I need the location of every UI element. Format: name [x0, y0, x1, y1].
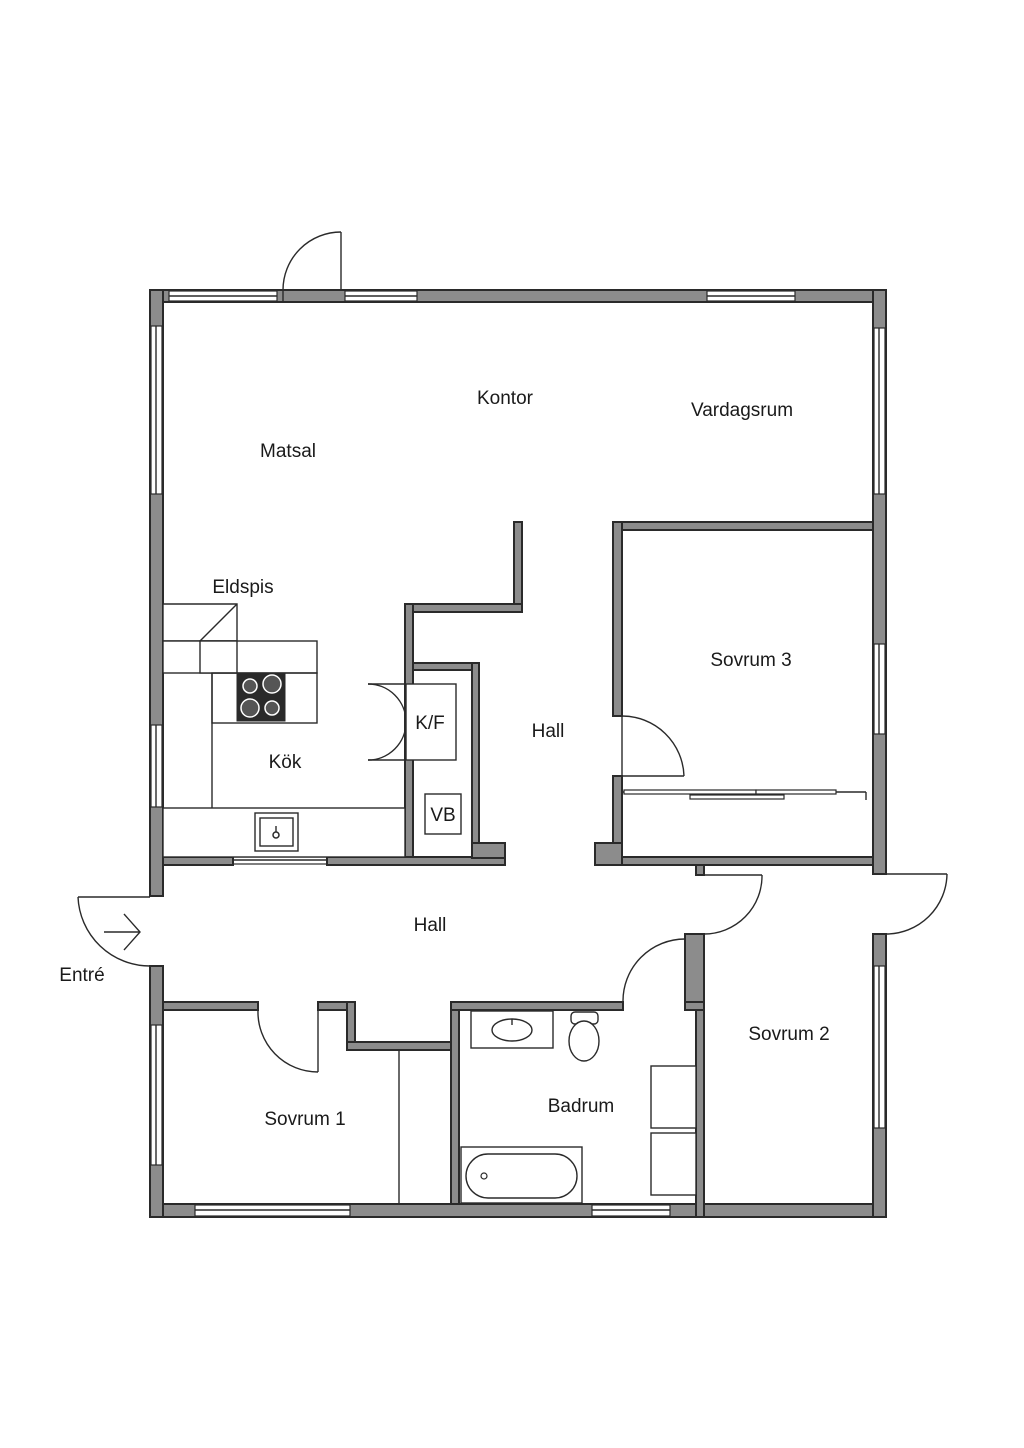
label-sovrum3: Sovrum 3 [710, 650, 791, 671]
room-labels: Matsal Kontor Vardagsrum Eldspis Kök K/F… [59, 388, 829, 1130]
label-badrum: Badrum [548, 1096, 615, 1117]
windows [150, 290, 886, 1217]
outer-walls [149, 289, 887, 1218]
label-matsal: Matsal [260, 441, 316, 462]
label-kf: K/F [415, 713, 445, 734]
label-kontor: Kontor [477, 388, 534, 409]
doors [77, 231, 948, 1073]
label-sovrum1: Sovrum 1 [264, 1109, 345, 1130]
label-entre: Entré [59, 965, 104, 986]
label-vardagsrum: Vardagsrum [691, 400, 793, 421]
kitchen-fixtures [162, 603, 462, 858]
label-hall-lower: Hall [414, 915, 447, 936]
bathroom-fixtures [460, 1010, 697, 1204]
label-eldspis: Eldspis [212, 577, 273, 598]
label-hall-upper: Hall [532, 721, 565, 742]
label-sovrum2: Sovrum 2 [748, 1024, 829, 1045]
label-kok: Kök [269, 752, 302, 773]
label-vb: VB [430, 805, 455, 826]
